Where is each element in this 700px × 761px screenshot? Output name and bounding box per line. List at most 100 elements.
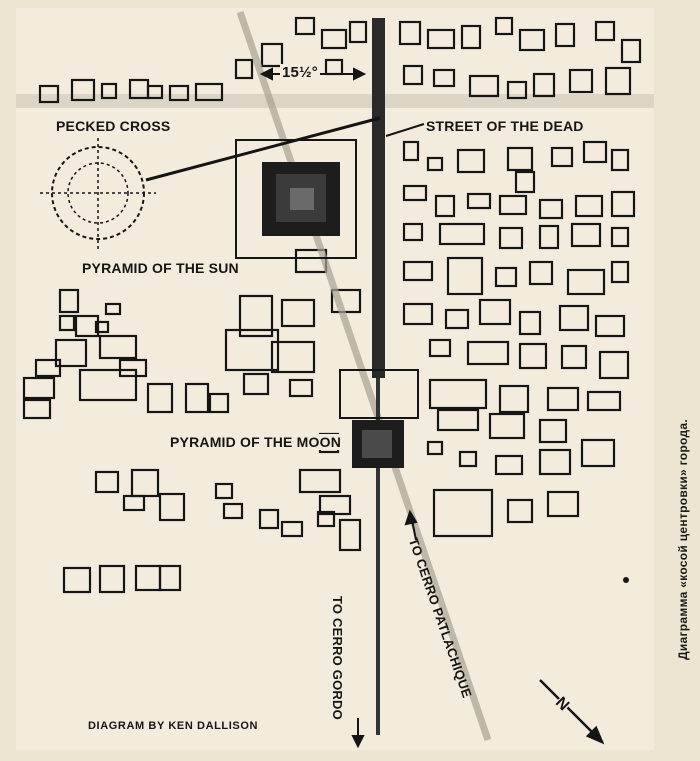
building-block: [434, 194, 456, 218]
building-block: [320, 28, 348, 50]
building-block: [118, 358, 148, 378]
building-block: [348, 20, 368, 44]
building-block: [546, 490, 580, 518]
building-block: [94, 470, 120, 494]
axis-arrows: [351, 509, 418, 749]
building-block: [518, 342, 548, 370]
building-block: [538, 448, 572, 476]
building-block: [506, 146, 534, 172]
building-block: [494, 454, 524, 476]
building-block: [478, 298, 512, 326]
building-block: [426, 156, 444, 172]
building-block: [280, 298, 316, 328]
building-block: [130, 468, 160, 498]
building-block: [78, 368, 138, 402]
building-block: [208, 392, 230, 414]
building-block: [158, 564, 182, 592]
building-block: [288, 378, 314, 398]
diagram-plate: [16, 8, 654, 750]
building-block: [494, 266, 518, 288]
building-block: [460, 24, 482, 50]
building-block: [444, 308, 470, 330]
building-block: [574, 194, 604, 218]
building-block: [506, 498, 534, 524]
building-block: [546, 386, 580, 412]
building-block: [402, 302, 434, 326]
building-block: [538, 418, 568, 444]
building-block: [426, 440, 444, 456]
building-block: [98, 334, 138, 360]
building-block: [134, 564, 162, 592]
building-block: [566, 268, 606, 296]
building-block: [586, 390, 622, 412]
pecked-cross-pointer: [145, 116, 381, 182]
building-block: [122, 494, 146, 512]
street-label-pointer: [385, 123, 425, 137]
building-block: [446, 256, 484, 296]
pecked-cross-symbol: [40, 138, 156, 250]
building-block: [538, 198, 564, 220]
building-block: [74, 314, 100, 338]
building-block: [58, 314, 76, 332]
building-block: [34, 358, 62, 378]
building-block: [568, 68, 594, 94]
building-block: [498, 384, 530, 414]
building-block: [580, 438, 616, 468]
building-block: [532, 72, 556, 98]
building-block: [146, 382, 174, 414]
building-block: [488, 412, 526, 440]
north-arrow: [539, 679, 605, 745]
building-block: [234, 58, 254, 80]
building-block: [70, 78, 96, 102]
angle-label: 15½°: [280, 64, 320, 81]
building-block: [558, 304, 590, 332]
skewed-alignment-line: [236, 10, 492, 742]
building-block: [104, 302, 122, 316]
building-block: [146, 84, 164, 100]
building-block: [280, 520, 304, 538]
building-block: [62, 566, 92, 594]
building-block: [468, 74, 500, 98]
building-block: [518, 310, 542, 336]
building-block: [258, 508, 280, 530]
building-block: [594, 20, 616, 42]
building-block: [610, 190, 636, 218]
marker-dot: [623, 577, 629, 583]
building-block: [560, 344, 588, 370]
building-block: [426, 28, 456, 50]
building-block: [402, 222, 424, 242]
building-block: [528, 260, 554, 286]
building-block: [610, 148, 630, 172]
building-block: [598, 350, 630, 380]
building-blocks: [22, 16, 642, 594]
street-of-the-dead-label: STREET OF THE DEAD: [426, 118, 584, 134]
building-block: [398, 20, 422, 46]
building-block: [194, 82, 224, 102]
building-block: [610, 260, 630, 284]
building-block: [402, 260, 434, 282]
building-block: [594, 314, 626, 338]
building-block: [238, 294, 274, 338]
building-block: [402, 184, 428, 202]
building-block: [582, 140, 608, 164]
building-block: [620, 38, 642, 64]
building-block: [260, 42, 284, 68]
building-block: [514, 170, 536, 194]
building-block: [466, 340, 510, 366]
building-block: [428, 378, 488, 410]
building-block: [224, 328, 280, 372]
building-block: [494, 16, 514, 36]
building-block: [570, 222, 602, 248]
figure-caption: Диаграмма «косой центровки» города.: [676, 418, 690, 660]
building-block: [38, 84, 60, 104]
building-block: [518, 28, 546, 52]
building-block: [550, 146, 574, 168]
street-of-the-dead-band: [372, 18, 385, 378]
building-block: [428, 338, 452, 358]
building-block: [432, 68, 456, 88]
pyramid-of-the-moon-shape: [339, 369, 419, 468]
building-block: [22, 398, 52, 420]
pyramid-of-the-moon-label: PYRAMID OF THE MOON: [170, 434, 342, 450]
